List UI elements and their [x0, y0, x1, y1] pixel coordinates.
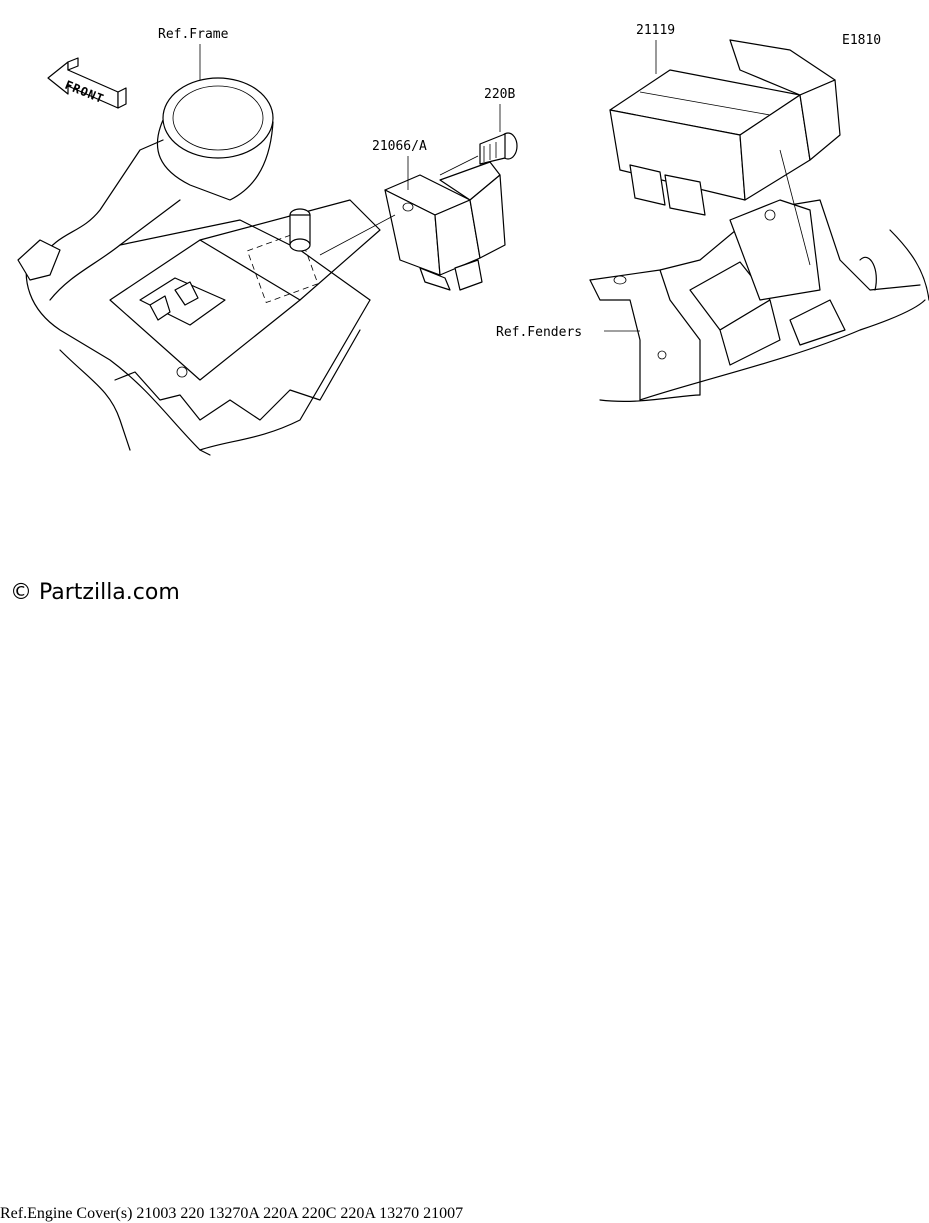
- label-220: 220: [180, 1205, 205, 1222]
- label-21119: 21119: [636, 23, 675, 38]
- ref-engine-cover-label: Ref.Engine Cover(s): [0, 1205, 133, 1222]
- label-21066A: 21066/A: [372, 139, 427, 154]
- label-220A-top: 220A: [263, 1205, 298, 1222]
- copyright-notice: © Partzilla.com: [10, 580, 180, 605]
- label-220C: 220C: [301, 1205, 337, 1222]
- regulator-21066[interactable]: [384, 161, 506, 291]
- frame-assembly: FRONT: [17, 57, 381, 456]
- bolt-220B[interactable]: [479, 132, 518, 165]
- diagram-code: E1810: [842, 33, 881, 48]
- label-21007: 21007: [423, 1205, 464, 1222]
- label-220B: 220B: [484, 87, 515, 102]
- label-21003: 21003: [136, 1205, 177, 1222]
- label-13270A: 13270A: [208, 1205, 260, 1222]
- ref-fenders-label: Ref.Fenders: [496, 325, 582, 340]
- label-13270: 13270: [379, 1205, 420, 1222]
- frame-tube-top: [162, 77, 274, 159]
- front-arrow-icon: FRONT: [47, 57, 127, 109]
- label-220A-right: 220A: [340, 1205, 376, 1222]
- fender-assembly: [589, 199, 929, 402]
- ref-frame-label: Ref.Frame: [158, 27, 229, 42]
- ecu-21119[interactable]: [609, 39, 841, 216]
